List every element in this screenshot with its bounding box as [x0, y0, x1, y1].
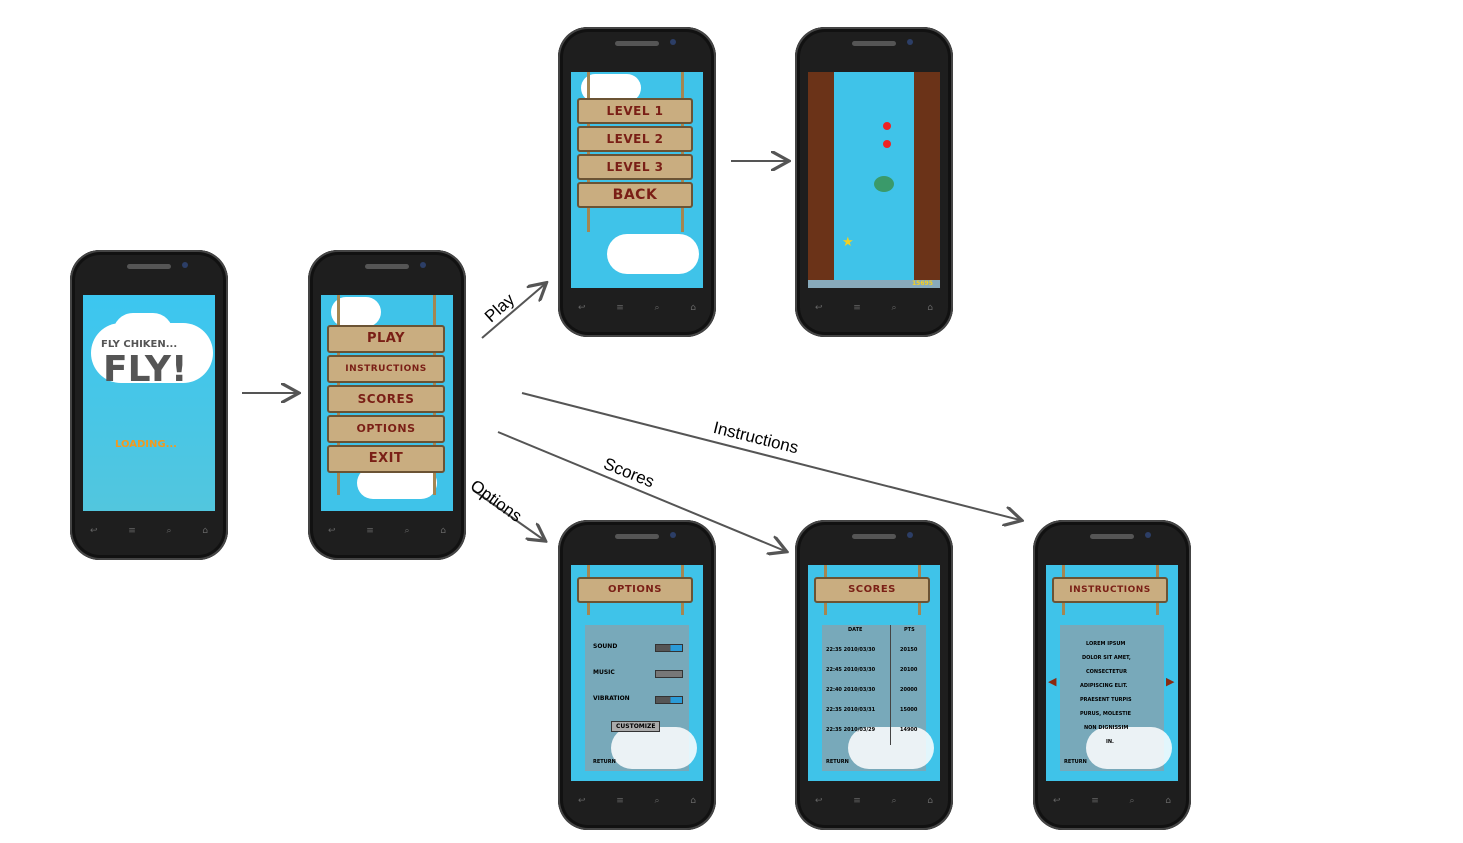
gameplay-screen: ★ 15695	[808, 72, 940, 288]
score-row-4-pts: 15000	[900, 707, 918, 713]
scores-return-button[interactable]: RETURN	[826, 759, 849, 765]
arrow-menu-to-levels	[481, 284, 545, 339]
instr-line-7: NON DIGNISSIM	[1084, 725, 1129, 731]
menu-exit-button[interactable]: EXIT	[327, 445, 445, 473]
instr-line-6: PURUS, MOLESTIE	[1080, 711, 1131, 717]
scores-col-pts: PTS	[904, 627, 915, 633]
phone-gameplay: ★ 15695 ↩≡⌕⌂	[795, 27, 953, 337]
score-row-3-pts: 20000	[900, 687, 918, 693]
instr-line-3: CONSECTETUR	[1086, 669, 1127, 675]
score-row-2-pts: 20100	[900, 667, 918, 673]
instructions-return-button[interactable]: RETURN	[1064, 759, 1087, 765]
score-row-2-date: 22:45 2010/03/30	[826, 667, 876, 673]
phone-splash: FLY CHIKEN... FLY! LOADING... ↩≡⌕⌂	[70, 250, 228, 560]
customize-button[interactable]: CUSTOMIZE	[611, 721, 661, 732]
vibration-toggle[interactable]	[655, 696, 683, 704]
level-select-screen: LEVEL 1 LEVEL 2 LEVEL 3 BACK	[571, 72, 703, 288]
instr-line-5: PRAESENT TURPIS	[1080, 697, 1132, 703]
score-row-5-date: 22:35 2010/03/29	[826, 727, 876, 733]
level-3-button[interactable]: LEVEL 3	[577, 154, 693, 180]
phone-level-select: LEVEL 1 LEVEL 2 LEVEL 3 BACK ↩≡⌕⌂	[558, 27, 716, 337]
menu-scores-button[interactable]: SCORES	[327, 385, 445, 413]
phone-options: OPTIONS SOUND MUSIC VIBRATION CUSTOMIZE …	[558, 520, 716, 830]
instr-line-2: DOLOR SIT AMET,	[1082, 655, 1131, 661]
left-wall	[808, 72, 834, 280]
phone-main-menu: PLAY INSTRUCTIONS SCORES OPTIONS EXIT ↩≡…	[308, 250, 466, 560]
instr-line-4: ADIPISCING ELIT.	[1080, 683, 1128, 689]
music-toggle[interactable]	[655, 670, 683, 678]
instr-line-8: IN.	[1106, 739, 1114, 745]
score-row-3-date: 22:40 2010/03/30	[826, 687, 876, 693]
options-return-button[interactable]: RETURN	[593, 759, 616, 765]
scores-title: SCORES	[814, 577, 930, 603]
score-row-1-date: 22:35 2010/03/30	[826, 647, 876, 653]
option-sound-label: SOUND	[593, 643, 618, 650]
arrow-menu-to-options	[472, 489, 544, 540]
apple-icon	[883, 122, 891, 130]
score-row-5-pts: 14900	[900, 727, 918, 733]
level-2-button[interactable]: LEVEL 2	[577, 126, 693, 152]
instructions-title: INSTRUCTIONS	[1052, 577, 1168, 603]
phone-scores: SCORES DATE PTS 22:35 2010/03/30 20150 2…	[795, 520, 953, 830]
menu-play-button[interactable]: PLAY	[327, 325, 445, 353]
score-row-4-date: 22:35 2010/03/31	[826, 707, 876, 713]
loading-text: LOADING...	[115, 439, 177, 450]
scores-divider	[890, 625, 891, 745]
status-bar	[808, 280, 940, 288]
menu-instructions-button[interactable]: INSTRUCTIONS	[327, 355, 445, 383]
main-menu-screen: PLAY INSTRUCTIONS SCORES OPTIONS EXIT	[321, 295, 453, 511]
option-music-label: MUSIC	[593, 669, 615, 676]
splash-title-small: FLY CHIKEN...	[101, 339, 178, 350]
option-vibration-label: VIBRATION	[593, 695, 630, 702]
scores-col-date: DATE	[848, 627, 863, 633]
next-arrow-icon[interactable]: ▶	[1166, 675, 1175, 688]
arrow-menu-to-scores	[497, 431, 785, 551]
phone-instructions: INSTRUCTIONS ◀ ▶ LOREM IPSUM DOLOR SIT A…	[1033, 520, 1191, 830]
apple-icon	[883, 140, 891, 148]
right-wall	[914, 72, 940, 280]
splash-screen: FLY CHIKEN... FLY! LOADING...	[83, 295, 215, 511]
options-screen: OPTIONS SOUND MUSIC VIBRATION CUSTOMIZE …	[571, 565, 703, 781]
arrow-menu-to-instructions	[521, 392, 1020, 520]
sound-toggle[interactable]	[655, 644, 683, 652]
score-row-1-pts: 20150	[900, 647, 918, 653]
instructions-screen: INSTRUCTIONS ◀ ▶ LOREM IPSUM DOLOR SIT A…	[1046, 565, 1178, 781]
game-score: 15695	[912, 280, 933, 287]
level-1-button[interactable]: LEVEL 1	[577, 98, 693, 124]
instr-line-1: LOREM IPSUM	[1086, 641, 1126, 647]
chicken-icon	[874, 176, 894, 192]
level-back-button[interactable]: BACK	[577, 182, 693, 208]
options-title: OPTIONS	[577, 577, 693, 603]
menu-options-button[interactable]: OPTIONS	[327, 415, 445, 443]
prev-arrow-icon[interactable]: ◀	[1048, 675, 1057, 688]
scores-screen: SCORES DATE PTS 22:35 2010/03/30 20150 2…	[808, 565, 940, 781]
splash-title-big: FLY!	[103, 349, 188, 390]
star-icon: ★	[842, 235, 854, 250]
